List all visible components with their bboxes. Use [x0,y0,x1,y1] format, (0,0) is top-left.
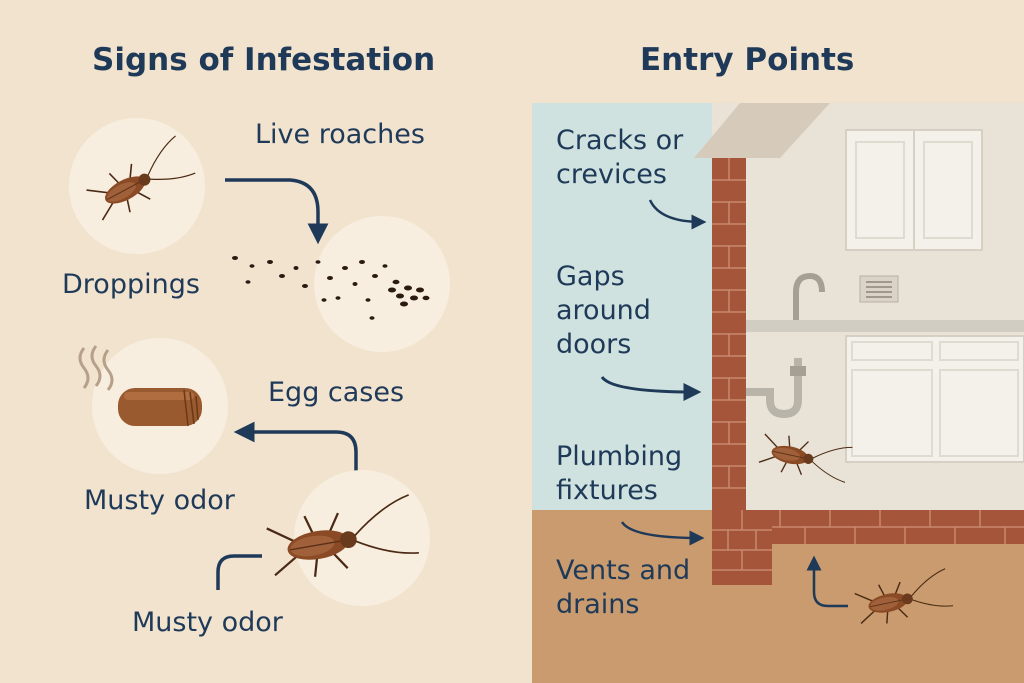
arrow-roach-to-egg [233,421,358,490]
arrow-cracks [648,199,707,230]
label-droppings: Droppings [62,269,200,300]
lower-cabinet [845,335,1024,463]
counter [746,320,1024,332]
signs-title: Signs of Infestation [92,42,436,78]
brick-mortar [712,158,746,489]
wall-panel [532,103,712,513]
label-live-roaches: Live roaches [255,119,425,150]
droppings-circle [314,216,450,352]
arrow-plumbing [620,521,705,546]
label-gaps: Gaps around doors [556,261,651,360]
egg-case-icon [118,388,202,427]
label-musty-odor-1: Musty odor [84,485,235,516]
roof-ledge [694,103,830,158]
signs-illustrations [69,118,450,606]
bracket-line [216,554,262,590]
label-cracks: Cracks or crevices [556,125,684,190]
label-egg-cases: Egg cases [268,377,405,408]
arrow-gaps [600,375,702,401]
entry-illustration [532,103,1024,683]
arrow-live-to-droppings [225,178,329,245]
faucet [793,272,825,320]
label-plumbing: Plumbing fixtures [556,441,683,506]
arrow-vents [806,555,848,608]
droppings-icon [232,256,430,320]
vent-grille [859,275,899,303]
sink-pipe [746,358,802,419]
label-vents: Vents and drains [556,555,691,620]
entry-title: Entry Points [640,42,855,78]
adult-roach-circle [294,470,430,606]
odor-wavy-icon [78,345,114,391]
label-musty-odor-2: Musty odor [132,607,283,638]
